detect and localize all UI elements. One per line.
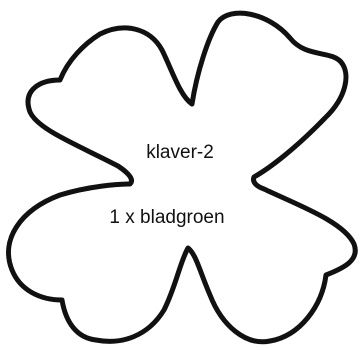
shape-name-label: klaver-2 <box>146 142 214 163</box>
clover-outline <box>6 10 358 345</box>
quantity-color-label: 1 x bladgroen <box>109 207 225 228</box>
